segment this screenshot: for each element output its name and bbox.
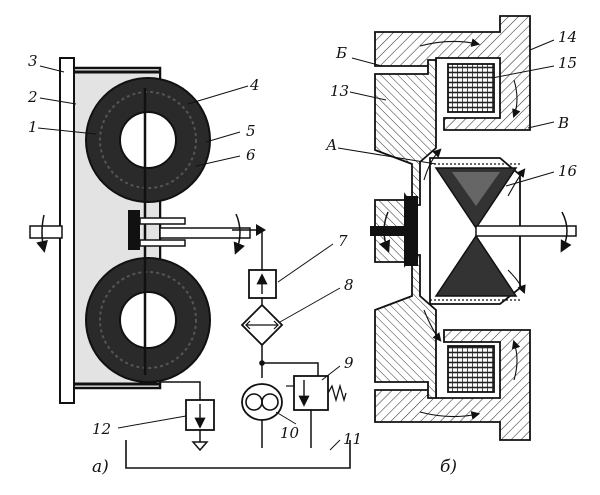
callout-7: 7 [338,232,348,250]
caption-a: а) [92,457,109,477]
return-line-tank [125,440,351,469]
component-8-cooler [240,303,284,347]
cone-lower [434,234,518,297]
callout-9: 9 [344,354,354,372]
callout-12: 12 [92,420,111,438]
callout-4: 4 [249,76,260,94]
leaders-a [37,65,341,451]
lower-torus [85,257,211,383]
callout-11: 11 [343,430,362,448]
input-shaft-b [370,226,406,236]
upper-torus [85,77,211,203]
callout-1: 1 [28,118,38,136]
callout-5: 5 [246,122,256,140]
zone-v: В [557,114,569,132]
input-shaft [29,225,63,239]
callout-14: 14 [558,28,577,46]
callout-10: 10 [280,424,300,442]
cone-16-upper [434,167,518,230]
zone-a: А [325,136,337,154]
callout-8: 8 [344,276,354,294]
output-shaft [159,227,251,239]
callout-15: 15 [558,54,577,72]
output-shaft-b [475,225,577,237]
callout-6: 6 [246,146,256,164]
callout-13: 13 [330,82,349,100]
callout-2: 2 [27,88,38,106]
flux-arrows [419,38,526,420]
drive-flange [404,196,418,266]
callout-16: 16 [558,162,578,180]
leaders-b [337,39,555,187]
component-9-valve [286,375,347,411]
part-a-coupling: 3 2 1 4 5 6 7 8 9 10 11 12 а) [27,52,362,477]
component-10-pump [241,383,283,421]
component-12-drain [160,381,215,452]
callout-3: 3 [28,52,38,70]
part-b-coupling: Б 13 А 14 15 В 16 б) [325,15,578,477]
zone-b: Б [335,44,347,62]
rotor-13 [374,59,437,399]
hub [128,210,140,250]
coil-15-top [447,63,495,113]
coil-bottom [447,345,495,393]
caption-b: б) [440,457,457,477]
